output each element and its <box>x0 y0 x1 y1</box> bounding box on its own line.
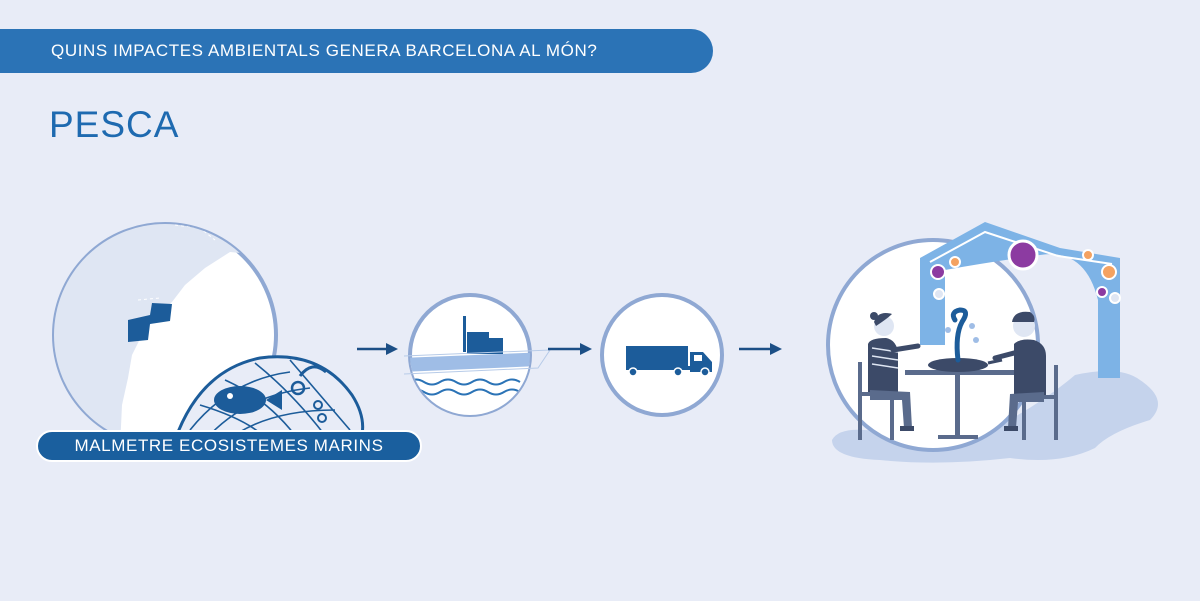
impact-badge: MALMETRE ECOSISTEMES MARINS <box>36 430 422 462</box>
truck-icon <box>600 293 724 417</box>
banner-text: QUINS IMPACTES AMBIENTALS GENERA BARCELO… <box>51 41 598 60</box>
arrow-icon <box>548 343 592 355</box>
arch-icon <box>920 222 1121 378</box>
highlighted-region <box>128 303 172 342</box>
fishing-net-icon <box>172 355 365 444</box>
fishing-boat-icon <box>403 293 551 417</box>
impact-label: MALMETRE ECOSISTEMES MARINS <box>74 436 384 455</box>
restaurant-diners-icon <box>826 222 1158 463</box>
map-icon <box>52 222 365 448</box>
header-banner: QUINS IMPACTES AMBIENTALS GENERA BARCELO… <box>0 29 713 73</box>
page-title: PESCA <box>49 104 180 145</box>
person-icon <box>992 311 1058 440</box>
arrow-icon <box>739 343 782 355</box>
arrow-icon <box>357 343 398 355</box>
person-icon <box>858 312 921 440</box>
